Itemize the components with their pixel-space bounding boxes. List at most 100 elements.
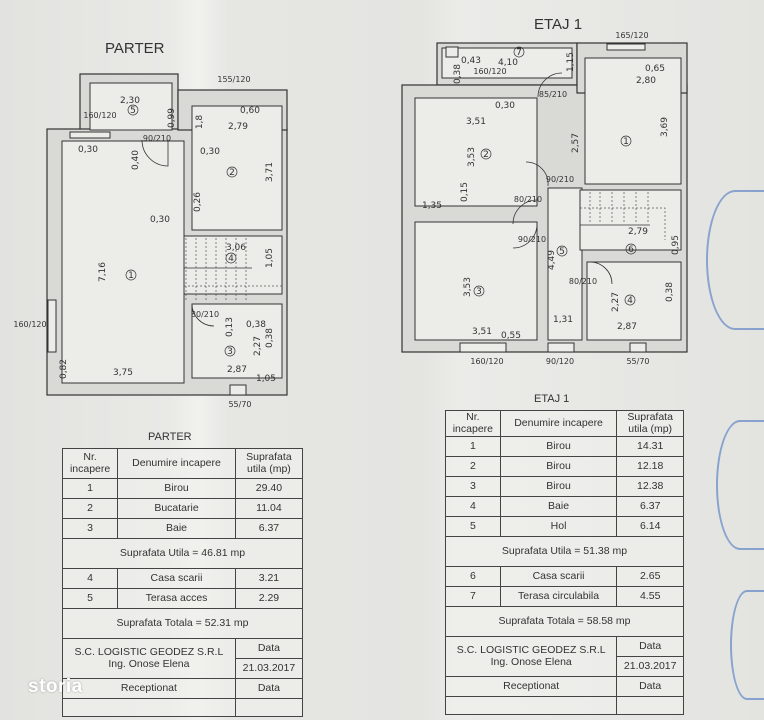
etaj-plan: ETAJ 1 <box>401 16 688 353</box>
room-name: Bucatarie <box>117 498 236 519</box>
dimension-label: 7,16 <box>98 262 108 282</box>
room-number: 4 <box>228 254 234 264</box>
useful-area-total: Suprafata Utila = 46.81 mp <box>62 538 303 569</box>
room-area: 11.04 <box>234 498 304 519</box>
dimension-label: 0,30 <box>78 145 98 155</box>
useful-area-total: Suprafata Utila = 51.38 mp <box>445 536 684 567</box>
room-name: Casa scarii <box>499 566 618 587</box>
company-name: S.C. LOGISTIC GEODEZ S.R.L <box>74 646 224 659</box>
dimension-label: 0,38 <box>453 64 463 84</box>
room-number: 1 <box>623 137 629 147</box>
room-area: 6.37 <box>616 496 684 517</box>
room-number-circle <box>224 345 236 357</box>
opening-size-label: 160/120 <box>470 357 503 366</box>
dimension-label: 0,40 <box>131 150 141 170</box>
opening-size-label: 155/120 <box>217 75 250 84</box>
dimension-label: 2,27 <box>611 292 621 312</box>
room-name: Birou <box>117 478 236 499</box>
room-number: 5 <box>61 588 119 609</box>
total-area: Suprafata Totala = 52.31 mp <box>62 608 303 639</box>
opening-size-label: 160/120 <box>473 67 506 76</box>
room-number: 6 <box>445 566 501 587</box>
room-area: 3.21 <box>234 568 304 589</box>
blank-row <box>62 698 304 717</box>
room-number: 2 <box>445 456 501 477</box>
opening-size-label: 160/120 <box>83 111 116 120</box>
room-number-circle <box>473 285 485 297</box>
dimension-label: 3,06 <box>226 243 246 253</box>
room-number-circle <box>127 104 139 116</box>
received-signature-field <box>62 698 236 717</box>
opening-size-label: 80/210 <box>514 195 542 204</box>
dimension-label: 0,38 <box>246 320 266 330</box>
opening-size-label: 55/70 <box>626 357 649 366</box>
total-area: Suprafata Totala = 58.58 mp <box>445 606 684 637</box>
date-value: 21.03.2017 <box>616 656 684 677</box>
opening-size-label: 85/210 <box>539 90 567 99</box>
room-number: 2 <box>61 498 119 519</box>
room-number-circle <box>480 148 492 160</box>
dimension-label: 0,13 <box>225 317 235 337</box>
dimension-label: 2,80 <box>636 76 656 86</box>
dimension-label: 0,30 <box>150 215 170 225</box>
room-area: 14.31 <box>616 436 684 457</box>
dimension-label: 1,15 <box>566 52 576 72</box>
parter-table-caption: PARTER <box>148 431 192 443</box>
room-number: 5 <box>445 516 501 537</box>
room-name: Terasa circulabila <box>499 586 618 607</box>
dimension-label: 1,35 <box>422 201 442 211</box>
dimension-label: 0,26 <box>193 192 203 212</box>
room-name: Birou <box>499 436 618 457</box>
dimension-label: 0,38 <box>665 282 675 302</box>
dimension-label: 2,57 <box>571 133 581 153</box>
room-name: Casa scarii <box>117 568 236 589</box>
dimension-label: 0,55 <box>501 331 521 341</box>
dimension-label: 3,53 <box>467 147 477 167</box>
room-number-circle <box>625 243 637 255</box>
received-label: Receptionat <box>62 678 236 699</box>
total-row: Suprafata Totala = 52.31 mp <box>62 608 303 639</box>
room-number: 7 <box>516 48 522 58</box>
dimension-label: 1,05 <box>256 374 276 384</box>
dimension-label: 0,82 <box>59 359 69 379</box>
number-header: Nr. incapere <box>445 410 501 437</box>
date-value: 21.03.2017 <box>234 658 304 679</box>
room-area: 12.18 <box>616 456 684 477</box>
stamp-seal <box>716 420 764 550</box>
engineer-name: Ing. Onose Elena <box>108 657 190 670</box>
room-name: Baie <box>499 496 618 517</box>
dimension-label: 1,31 <box>553 315 573 325</box>
received-date-label: Data <box>616 676 684 697</box>
received-signature-field <box>444 696 618 715</box>
opening-size-label: 90/120 <box>546 357 574 366</box>
opening-size-label: 55/70 <box>228 400 251 409</box>
etaj-table-caption: ETAJ 1 <box>534 393 570 405</box>
dimension-label: 4,10 <box>498 58 518 68</box>
signature-row: 21.03.2017 <box>63 658 304 679</box>
dimension-label: 0,95 <box>671 235 681 255</box>
subtotal-row: Suprafata Utila = 51.38 mp <box>445 536 684 567</box>
opening-size-label: 160/120 <box>13 320 46 329</box>
room-number: 5 <box>130 106 136 116</box>
dimension-label: 2,87 <box>617 322 637 332</box>
room-name: Terasa acces <box>117 588 236 609</box>
opening-size-label: 80/210 <box>191 310 219 319</box>
dimension-label: 2,27 <box>253 336 263 356</box>
name-header: Denumire incapere <box>117 448 236 479</box>
dimension-label: 2,79 <box>228 122 248 132</box>
room-name: Birou <box>499 476 618 497</box>
